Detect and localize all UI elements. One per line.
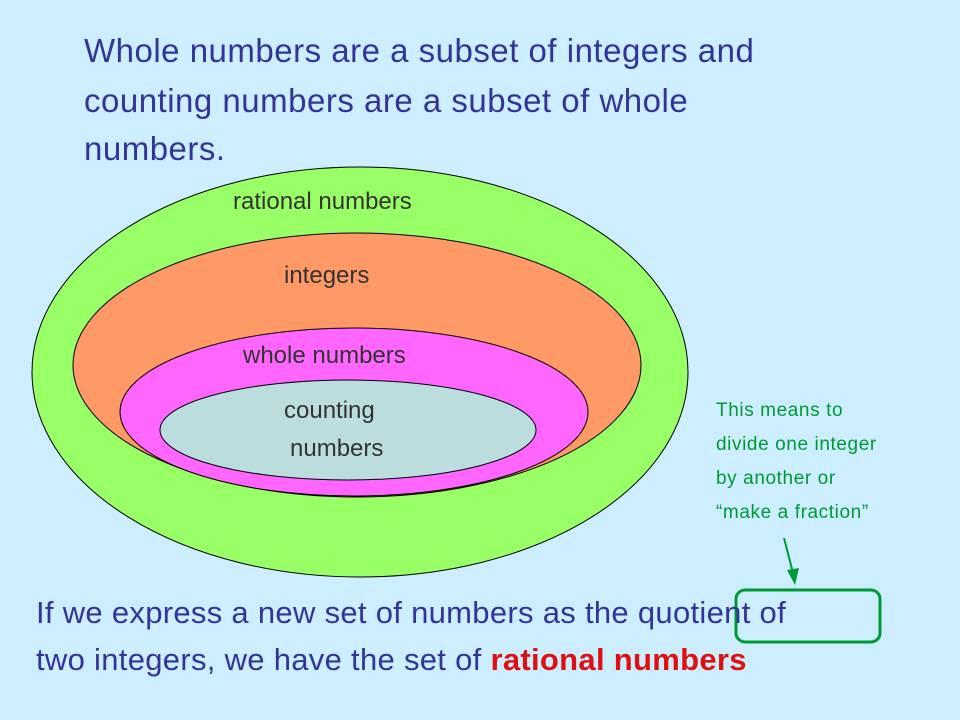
heading-line-2: counting numbers are a subset of whole bbox=[84, 82, 689, 119]
heading-line-3: numbers. bbox=[84, 130, 226, 167]
note-line-1: This means to bbox=[716, 400, 844, 421]
bottom-line-1-text: If we express a new set of numbers as th… bbox=[36, 595, 638, 630]
bottom-line-1-end: of bbox=[750, 595, 786, 630]
rational-numbers-label: rational numbers bbox=[233, 188, 412, 215]
bottom-line-1: If we express a new set of numbers as th… bbox=[36, 595, 786, 631]
whole-numbers-label: whole numbers bbox=[243, 342, 406, 369]
counting-numbers-ellipse bbox=[159, 379, 537, 481]
note-line-2: divide one integer bbox=[716, 434, 877, 455]
note-line-4: “make a fraction” bbox=[716, 502, 869, 523]
note-line-3: by another or bbox=[716, 468, 836, 489]
counting-numbers-label-line-1: counting bbox=[284, 397, 375, 424]
heading-line-1: Whole numbers are a subset of integers a… bbox=[84, 32, 755, 69]
bottom-line-2-text: two integers, we have the set of bbox=[36, 642, 491, 677]
integers-label: integers bbox=[284, 262, 370, 289]
bottom-line-2: two integers, we have the set of rationa… bbox=[36, 642, 747, 678]
note-arrow-head bbox=[787, 568, 799, 585]
quotient-word: quotient bbox=[637, 595, 751, 630]
quotient-highlight-box bbox=[734, 588, 882, 644]
note-arrow-line bbox=[783, 537, 794, 574]
rational-numbers-highlight: rational numbers bbox=[490, 642, 747, 677]
counting-numbers-label-line-2: numbers bbox=[290, 435, 384, 462]
